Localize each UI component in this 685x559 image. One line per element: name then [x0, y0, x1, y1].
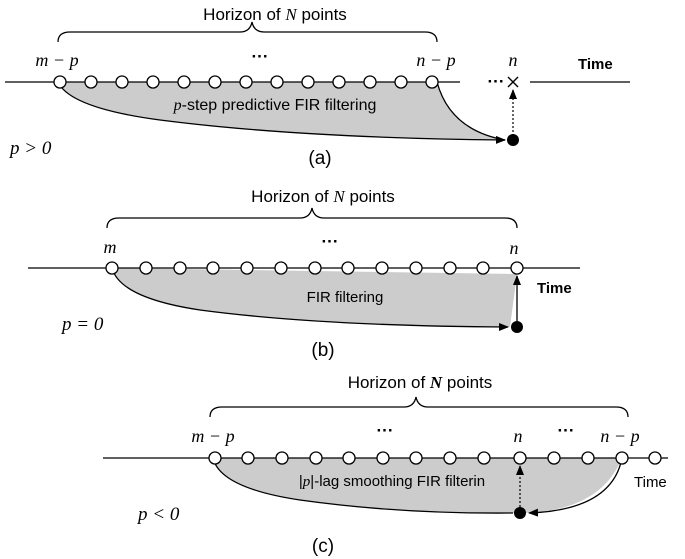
sample-point	[510, 261, 524, 275]
region-lower-curve-c	[212, 457, 514, 514]
region-right-curve-c	[528, 457, 623, 517]
label-n-minus-p-c: n − p	[600, 426, 639, 446]
region-label-c: |p|-lag smoothing FIR filterin	[299, 473, 485, 490]
sample-point	[240, 261, 254, 275]
caption-c: (c)	[312, 536, 334, 557]
sample-point	[241, 451, 255, 465]
sample-point	[341, 261, 355, 275]
sample-point	[477, 451, 491, 465]
sample-point	[376, 451, 390, 465]
condition-label-a: p > 0	[8, 138, 52, 159]
ellipsis-right-a: ···	[488, 72, 505, 91]
future-sample-marker-a	[507, 76, 519, 88]
label-m-minus-p-c: m − p	[191, 426, 234, 446]
sample-point	[308, 261, 322, 275]
label-n-minus-p-a: n − p	[416, 50, 455, 70]
sample-points-a	[53, 75, 439, 89]
sample-point	[274, 261, 288, 275]
label-n-a: n	[509, 50, 518, 70]
sample-point	[581, 451, 595, 465]
sample-point	[342, 451, 356, 465]
sample-point	[615, 451, 629, 465]
sample-point	[270, 75, 284, 89]
sample-point	[309, 451, 323, 465]
sample-point	[53, 75, 67, 89]
ellipsis-mid-b: ···	[322, 232, 339, 251]
time-label-a: Time	[578, 56, 613, 73]
sample-point	[84, 75, 98, 89]
label-m-minus-p-a: m − p	[35, 50, 78, 70]
region-lower-curve-a	[57, 81, 506, 144]
sample-point	[513, 451, 527, 465]
horizon-brace-b	[106, 207, 518, 229]
sample-point	[105, 261, 119, 275]
sample-points-b	[105, 261, 524, 275]
region-fill-a	[58, 82, 505, 140]
time-label-c: Time	[634, 474, 667, 491]
sample-point	[375, 261, 389, 275]
sample-point	[648, 451, 662, 465]
sample-point	[443, 451, 457, 465]
label-n-c: n	[514, 426, 523, 446]
caption-a: (a)	[308, 148, 331, 169]
sample-points-c	[208, 451, 662, 465]
time-label-b: Time	[537, 280, 572, 297]
horizon-label-b: Horizon of N points	[251, 187, 395, 206]
sample-point	[301, 75, 315, 89]
sample-point	[275, 451, 289, 465]
horizon-label-c: Horizon of N points	[348, 373, 493, 392]
region-lower-curve-b	[111, 267, 509, 331]
estimate-point-a	[507, 134, 519, 146]
panel-c: Horizon of N points m − p ··· n ··· n − …	[103, 373, 668, 557]
ellipsis-right-c: ···	[558, 421, 575, 440]
region-label-b: FIR filtering	[307, 289, 384, 306]
label-n-b: n	[510, 238, 519, 258]
horizon-brace-a	[57, 21, 438, 43]
estimate-point-b	[511, 321, 523, 333]
sample-point	[409, 451, 423, 465]
sample-point	[332, 75, 346, 89]
sample-point	[208, 75, 222, 89]
sample-point	[476, 261, 490, 275]
ellipsis-mid-c: ···	[377, 421, 394, 440]
sample-point	[146, 75, 160, 89]
panel-a: Horizon of N points m − p ··· n − p n ··…	[5, 5, 630, 169]
sample-point	[173, 261, 187, 275]
estimate-point-c	[514, 507, 526, 519]
sample-point	[443, 261, 457, 275]
sample-point	[139, 261, 153, 275]
region-label-a: p-step predictive FIR filtering	[173, 97, 377, 114]
sample-point	[208, 451, 222, 465]
horizon-brace-c	[209, 396, 629, 418]
condition-label-b: p = 0	[60, 314, 104, 335]
sample-point	[177, 75, 191, 89]
condition-label-c: p < 0	[136, 504, 180, 525]
sample-point	[409, 261, 423, 275]
panel-b: Horizon of N points m ··· n Time FIR fil…	[28, 187, 580, 361]
sample-point	[206, 261, 220, 275]
ellipsis-mid-a: ···	[252, 47, 269, 66]
sample-point	[547, 451, 561, 465]
horizon-label-a: Horizon of N points	[203, 5, 347, 24]
sample-point	[115, 75, 129, 89]
sample-point	[425, 75, 439, 89]
caption-b: (b)	[311, 340, 334, 361]
sample-point	[394, 75, 408, 89]
region-right-curve-a	[436, 81, 506, 141]
sample-point	[363, 75, 377, 89]
label-m-b: m	[104, 237, 117, 257]
sample-point	[239, 75, 253, 89]
region-fill-b	[112, 268, 517, 327]
